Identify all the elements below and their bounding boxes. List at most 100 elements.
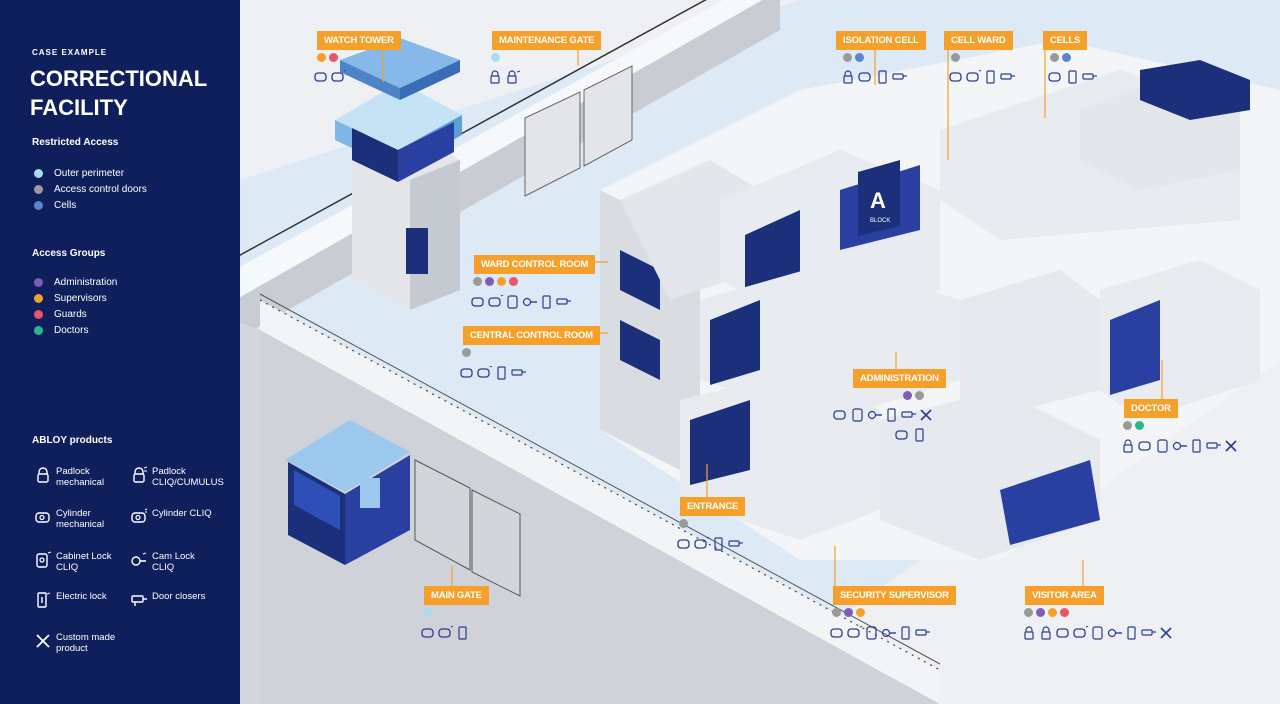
cylinder-mechanical-icon — [949, 72, 962, 82]
page-title: CORRECTIONAL FACILITY — [30, 66, 207, 120]
administration-dot — [844, 608, 853, 617]
cylinder-mechanical-icon — [471, 297, 484, 307]
padlock-mechanical-icon — [490, 70, 500, 84]
icons-entrance — [677, 537, 744, 551]
access-control-doors-dot — [679, 519, 688, 528]
icons-main-gate — [421, 626, 471, 640]
legend-sidebar: CASE EXAMPLE CORRECTIONAL FACILITY Restr… — [0, 0, 240, 704]
padlock-mechanical-icon — [843, 70, 853, 84]
cells-dot — [855, 53, 864, 62]
custom-product-icon — [1160, 627, 1172, 639]
product-electric-lock: Electric lock — [34, 591, 120, 609]
legend-item-administration: Administration — [34, 277, 117, 288]
icons-visitor-area — [1022, 626, 1174, 640]
tag-visitor-area: VISITOR AREA — [1025, 586, 1104, 605]
padlock-mechanical-icon — [37, 467, 49, 483]
cylinder-cliq-icon — [858, 72, 871, 82]
electric-lock-icon — [1068, 70, 1077, 84]
electric-lock-icon — [915, 428, 924, 442]
guards-dot — [34, 310, 43, 319]
electric-lock-icon — [1192, 439, 1201, 453]
doctors-dot — [34, 326, 43, 335]
custom-product-icon — [1225, 440, 1237, 452]
cylinder-cliq-icon — [966, 70, 982, 82]
tag-cell-ward: CELL WARD — [944, 31, 1013, 50]
cylinder-mechanical-icon — [460, 368, 473, 378]
access-control-doors-dot — [1050, 53, 1059, 62]
icons-cells — [1048, 70, 1098, 84]
padlock-cliq-icon — [1123, 439, 1133, 453]
supervisors-dot — [317, 53, 326, 62]
cylinder-cliq-icon — [847, 626, 863, 638]
dots-cells — [1050, 53, 1071, 62]
access-control-doors-dot — [843, 53, 852, 62]
access-control-doors-dot — [915, 391, 924, 400]
tag-administration: ADMINISTRATION — [853, 369, 946, 388]
cylinder-mechanical-icon — [833, 410, 846, 420]
cabinet-lock-icon — [1157, 439, 1168, 453]
tag-security-supervisor: SECURITY SUPERVISOR — [833, 586, 956, 605]
electric-lock-icon — [542, 295, 551, 309]
dots-isolation-cell — [843, 53, 864, 62]
dots-cell-ward — [951, 53, 960, 62]
tag-isolation-cell: ISOLATION CELL — [836, 31, 926, 50]
icons-security-supervisor — [830, 626, 931, 640]
product-padlock-mechanical: Padlock mechanical — [34, 466, 120, 488]
tag-cells: CELLS — [1043, 31, 1088, 50]
cylinder-cliq-icon — [131, 508, 148, 523]
dots-administration — [903, 391, 924, 400]
cylinder-mechanical-icon — [1138, 441, 1151, 451]
legend-item-doctors: Doctors — [34, 325, 88, 336]
electric-lock-icon — [37, 592, 51, 608]
product-custom-made: Custom made product — [34, 632, 120, 654]
dots-security-supervisor — [832, 608, 865, 617]
tag-doctor: DOCTOR — [1124, 399, 1178, 418]
door-closer-icon — [131, 595, 147, 606]
legend-item-supervisors: Supervisors — [34, 293, 107, 304]
access-groups-heading: Access Groups — [32, 248, 106, 259]
door-closer-icon — [1082, 73, 1097, 80]
icons-isolation-cell — [841, 70, 908, 84]
cylinder-cliq-icon — [477, 366, 493, 378]
administration-dot — [903, 391, 912, 400]
main-gate-doors — [414, 459, 521, 597]
door-closer-icon — [511, 369, 526, 376]
dots-watch-tower — [317, 53, 338, 62]
door-closer-icon — [892, 73, 907, 80]
tag-central-control-room: CENTRAL CONTROL ROOM — [463, 326, 600, 345]
access-control-doors-dot — [832, 608, 841, 617]
icons-cell-ward — [949, 70, 1016, 84]
tag-watch-tower: WATCH TOWER — [317, 31, 401, 50]
cylinder-cliq-icon — [331, 70, 347, 82]
restricted-access-heading: Restricted Access — [32, 137, 119, 148]
access-control-doors-dot — [473, 277, 482, 286]
outer-perimeter-dot — [423, 608, 432, 617]
access-control-doors-dot — [462, 348, 471, 357]
padlock-mechanical-icon — [1024, 626, 1034, 640]
watch-tower — [335, 38, 462, 310]
dots-doctor — [1123, 421, 1144, 430]
cylinder-mechanical-icon — [1056, 628, 1069, 638]
door-closer-icon — [1000, 73, 1015, 80]
administration-dot — [34, 278, 43, 287]
access-control-doors-dot — [1024, 608, 1033, 617]
guards-dot — [509, 277, 518, 286]
supervisors-dot — [1048, 608, 1057, 617]
dots-central-control-room — [462, 348, 471, 357]
outer-perimeter-dot — [34, 169, 43, 178]
administration-dot — [485, 277, 494, 286]
product-cylinder-cliq: Cylinder CLIQ — [130, 508, 216, 526]
cam-lock-icon — [1172, 441, 1187, 451]
tag-main-gate: MAIN GATE — [424, 586, 489, 605]
tag-maintenance-gate: MAINTENANCE GATE — [492, 31, 602, 50]
padlock-cliq-icon — [507, 70, 521, 84]
supervisors-dot — [856, 608, 865, 617]
cabinet-lock-icon — [852, 408, 863, 422]
electric-lock-icon — [878, 70, 887, 84]
cam-lock-icon — [131, 552, 147, 566]
tag-ward-control-room: WARD CONTROL ROOM — [474, 255, 596, 274]
cells-dot — [1062, 53, 1071, 62]
dots-entrance — [679, 519, 688, 528]
product-cylinder-mechanical: Cylinder mechanical — [34, 508, 120, 530]
door-closer-icon — [901, 411, 916, 418]
